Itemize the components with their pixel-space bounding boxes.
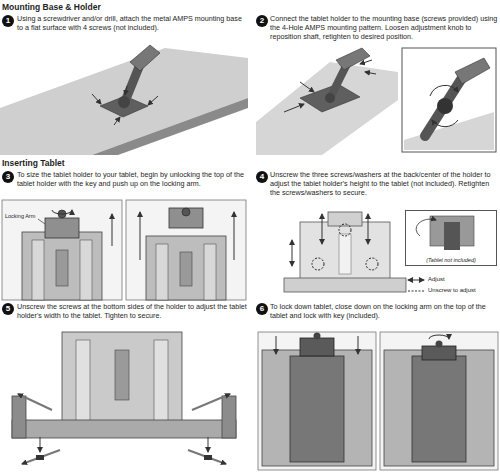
- lock-tablet-illustration: [258, 332, 498, 470]
- step-number: 5: [2, 303, 14, 315]
- mounting-base-illustration: [0, 45, 248, 155]
- instruction-text: Connect the tablet holder to the mountin…: [270, 15, 498, 41]
- part-name: Locking Arm: [5, 213, 39, 220]
- step-number: 3: [2, 171, 14, 183]
- callout-number: 3: [6, 173, 10, 181]
- inset-box: (Tablet not included): [405, 210, 497, 266]
- instruction-text: Unscrew the screws at the bottom sides o…: [17, 303, 247, 321]
- height-adjust-illustration: [284, 212, 474, 292]
- legend-text: Adjust: [428, 276, 445, 283]
- instruction-text: To lock down tablet, close down on the l…: [270, 303, 498, 321]
- instruction-text: Using a screwdriver and/or drill, attach…: [17, 15, 247, 33]
- step-number: 4: [256, 171, 268, 183]
- step-number: 1: [2, 15, 14, 27]
- inset-note: (Tablet not included): [426, 258, 476, 264]
- callout-number: 5: [6, 305, 10, 313]
- section-heading: Mounting Base & Holder: [2, 2, 242, 12]
- instruction-text: To size the tablet holder to your tablet…: [17, 171, 247, 189]
- legend-text: Unscrew to adjust: [428, 287, 476, 294]
- legend-dotted-sample: [408, 291, 424, 292]
- step-number: 6: [256, 303, 268, 315]
- section-heading: Inserting Tablet: [2, 158, 242, 168]
- unlock-illustration: [2, 200, 246, 300]
- callout-number: 1: [6, 17, 10, 25]
- holder-attach-illustration: [256, 48, 496, 155]
- callout-number: 6: [260, 305, 264, 313]
- callout-number: 2: [260, 17, 264, 25]
- legend-arrow-sample: [408, 280, 424, 281]
- callout-number: 4: [260, 173, 264, 181]
- step-number: 2: [256, 15, 268, 27]
- instruction-text: Unscrew the three screws/washers at the …: [270, 171, 498, 197]
- width-adjust-illustration: [12, 332, 236, 464]
